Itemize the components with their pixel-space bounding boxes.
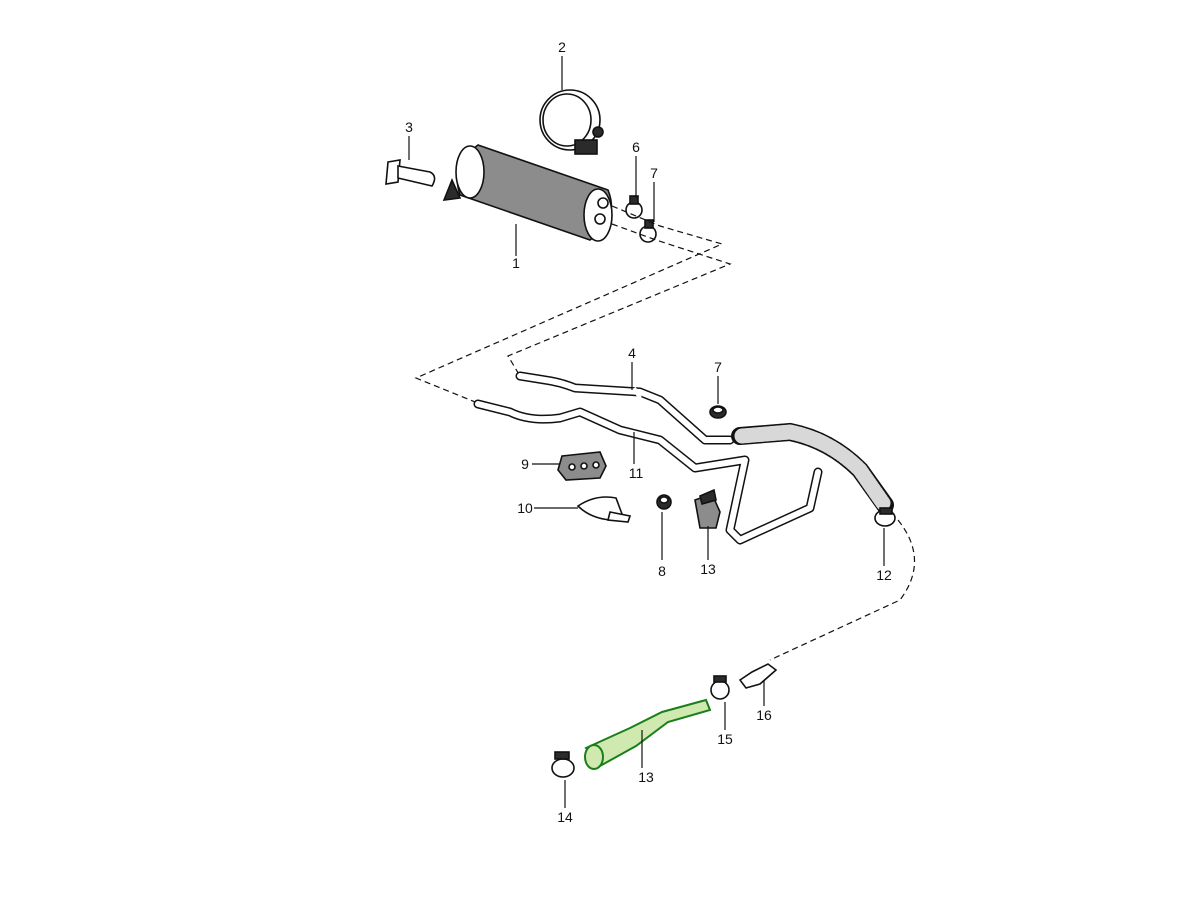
- callout-label-8: 9: [521, 456, 529, 472]
- connection-dash-lines: [414, 205, 732, 405]
- callout-label-13: 13: [638, 769, 654, 785]
- hose-clamp-part-14[interactable]: [551, 751, 575, 778]
- callout-label-10: 11: [629, 465, 644, 481]
- vent-pipe-part-4[interactable]: [515, 371, 735, 445]
- callout-label-15: 15: [717, 731, 733, 747]
- connector-part-16[interactable]: [738, 663, 778, 689]
- callout-label-3: 3: [405, 119, 413, 135]
- callout-label-2: 2: [558, 39, 566, 55]
- leader-lines: [408, 56, 885, 808]
- callout-label-9: 10: [517, 500, 533, 516]
- grommet-part-7-upper[interactable]: [709, 405, 727, 419]
- callout-label-7-lower: 8: [658, 563, 666, 579]
- callout-label-1: 1: [512, 255, 520, 271]
- vent-hose-section: [731, 422, 894, 514]
- charcoal-canister-part-1[interactable]: [442, 144, 613, 242]
- vent-pipe-part-10[interactable]: [473, 399, 823, 545]
- callout-label-16: 16: [756, 707, 772, 723]
- mounting-block-part-8[interactable]: [557, 451, 607, 481]
- bolt-part-3[interactable]: [385, 159, 436, 187]
- callout-label-6: 7: [650, 165, 658, 181]
- callout-label-7-upper: 7: [714, 359, 722, 375]
- hose-clamp-part-15[interactable]: [710, 675, 730, 700]
- callout-label-11: 12: [876, 567, 892, 583]
- callout-label-5: 6: [632, 139, 640, 155]
- grommet-part-7-lower[interactable]: [656, 494, 672, 510]
- clamp-ring-part-2[interactable]: [539, 89, 604, 155]
- routing-dash-line: [769, 519, 916, 661]
- holder-part-12[interactable]: [694, 488, 721, 529]
- strap-part-9[interactable]: [576, 496, 632, 523]
- hose-clamp-part-11[interactable]: [874, 507, 896, 527]
- hose-part-13-highlighted[interactable]: [584, 698, 712, 770]
- callout-label-12: 13: [700, 561, 716, 577]
- hose-clamp-part-5[interactable]: [625, 195, 643, 219]
- callout-label-14: 14: [557, 809, 573, 825]
- callout-label-4: 4: [628, 345, 636, 361]
